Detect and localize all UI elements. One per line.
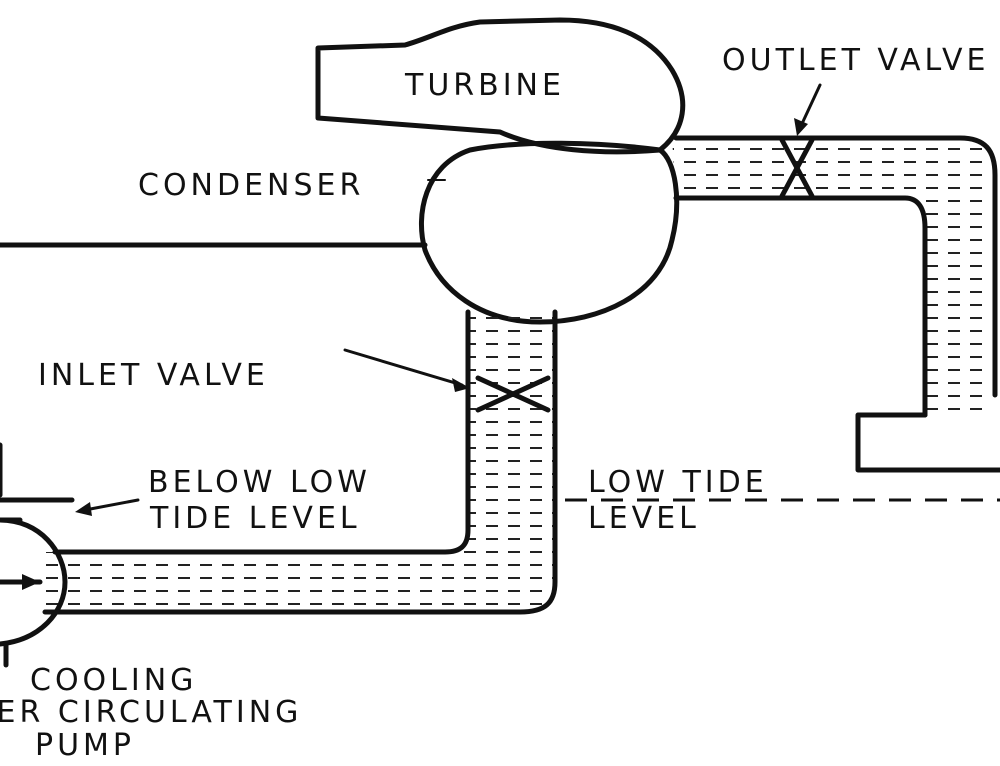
outlet-pipe-bottom-wall — [673, 195, 928, 418]
outlet-valve-leader — [794, 83, 822, 136]
pump-icon — [0, 517, 68, 668]
inlet-valve-label: INLET VALVE — [38, 358, 269, 393]
suction-pipe — [0, 442, 75, 523]
pump-label-line2: WATER CIRCULATING — [0, 695, 302, 730]
turbine-label: TURBINE — [404, 68, 565, 103]
valve-icon — [779, 137, 815, 199]
inlet-valve-leader — [343, 348, 470, 392]
outlet-valve-label: OUTLET VALVE — [722, 43, 989, 78]
below-low-tide-label-line1: BELOW LOW — [148, 465, 371, 500]
below-low-tide-label-line2: TIDE LEVEL — [149, 501, 361, 536]
inlet-pipe-right-wall — [42, 309, 558, 615]
pump-label-line3: PUMP — [35, 728, 135, 763]
low-tide-label-line1: LOW TIDE — [588, 465, 768, 500]
inlet-pipe-left-wall — [52, 309, 471, 555]
low-tide-label-line2: LEVEL — [588, 501, 700, 536]
below-low-tide-leader — [75, 498, 140, 516]
outlet-pipe — [672, 138, 990, 420]
outfall-box — [855, 412, 1000, 473]
condenser-label: CONDENSER — [138, 168, 364, 203]
outlet-pipe-top-wall — [673, 135, 998, 398]
condenser-shell — [418, 140, 680, 325]
valve-icon — [475, 375, 551, 413]
pump-label-line1: COOLING — [30, 663, 197, 698]
inlet-pipe — [45, 310, 555, 612]
turbine-casing — [315, 17, 686, 155]
